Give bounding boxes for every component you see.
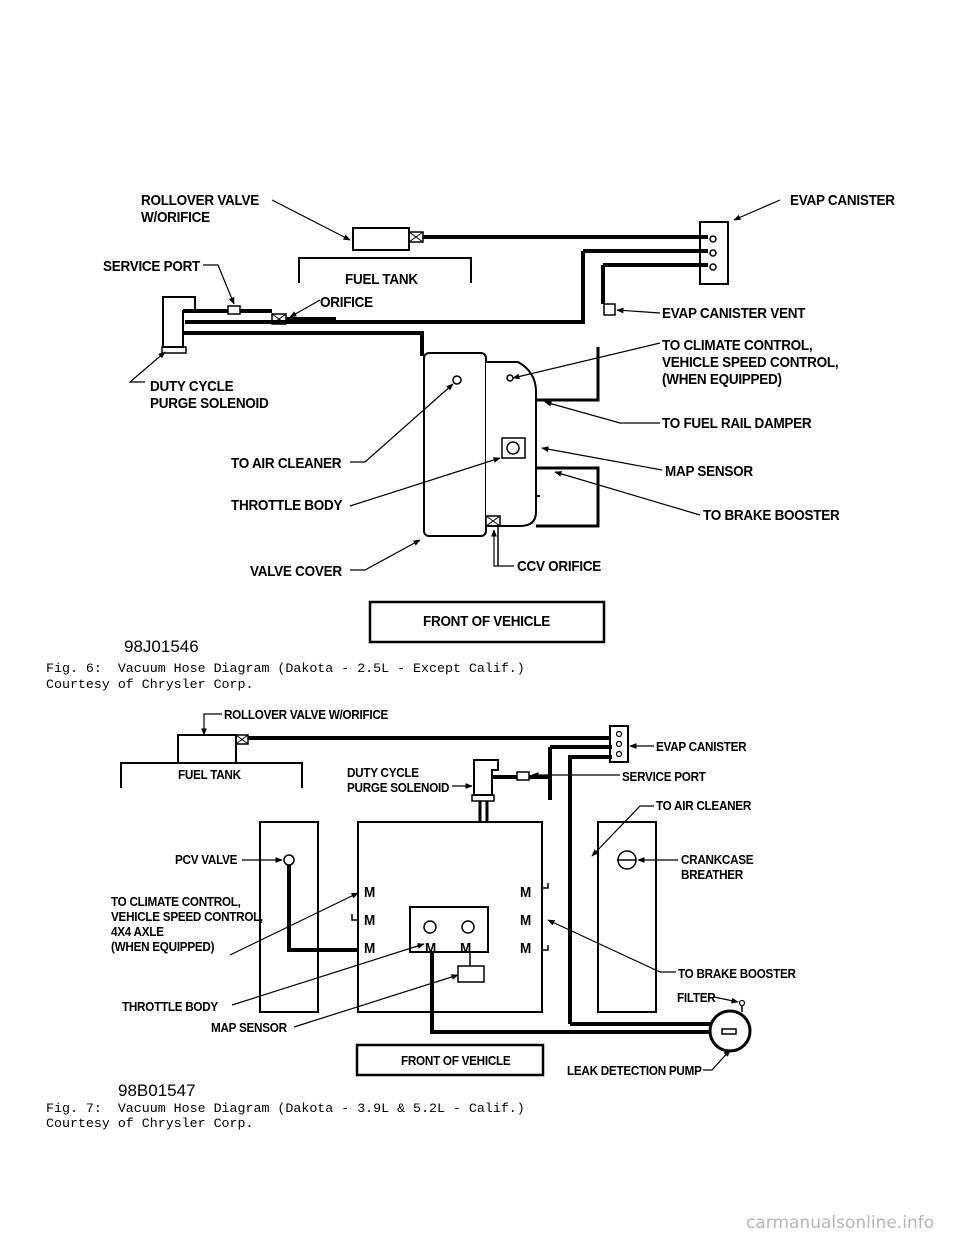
fig6-label-evap-canister-vent: EVAP CANISTER VENT bbox=[662, 305, 806, 322]
fig7-port-m: M bbox=[425, 940, 436, 957]
fig6-label-front-of-vehicle: FRONT OF VEHICLE bbox=[423, 613, 550, 630]
fig7-port-m: M bbox=[364, 940, 375, 957]
fig6-label-fuel-tank: FUEL TANK bbox=[345, 271, 418, 288]
fig6-front-of-vehicle-box bbox=[368, 600, 606, 644]
fig7-port-m: M bbox=[364, 884, 375, 901]
fig7-label-pcv-valve: PCV VALVE bbox=[175, 852, 238, 867]
fig7-label-climate-control: TO CLIMATE CONTROL, VEHICLE SPEED CONTRO… bbox=[111, 894, 264, 954]
fig7-label-evap-canister: EVAP CANISTER bbox=[656, 739, 747, 754]
fig6-label-fuel-rail-damper: TO FUEL RAIL DAMPER bbox=[662, 415, 812, 432]
fig6-label-climate-control: TO CLIMATE CONTROL, VEHICLE SPEED CONTRO… bbox=[662, 337, 839, 388]
fig6-label-throttle-body: THROTTLE BODY bbox=[231, 497, 343, 514]
fig6-rollover-valve bbox=[352, 227, 410, 251]
fig6-valve-cover bbox=[423, 352, 487, 537]
fig6-fuel-tank bbox=[298, 257, 472, 283]
fig7-port-m: M bbox=[520, 912, 531, 929]
fig7-id: 98B01547 bbox=[118, 1081, 196, 1100]
fig6-label-service-port: SERVICE PORT bbox=[103, 258, 201, 275]
fig6-label-brake-booster: TO BRAKE BOOSTER bbox=[703, 507, 840, 524]
fig7-label-rollover-valve: ROLLOVER VALVE W/ORIFICE bbox=[224, 707, 389, 722]
fig7-port-m: M bbox=[520, 940, 531, 957]
fig6-label-duty-cycle: DUTY CYCLE PURGE SOLENOID bbox=[150, 378, 269, 412]
fig7-right-valve-cover bbox=[597, 821, 657, 1013]
fig7-label-air-cleaner: TO AIR CLEANER bbox=[656, 798, 752, 813]
fig6-label-map-sensor: MAP SENSOR bbox=[665, 463, 753, 480]
fig7-label-leak-detection-pump: LEAK DETECTION PUMP bbox=[567, 1063, 702, 1078]
fig7-label-brake-booster: TO BRAKE BOOSTER bbox=[678, 966, 796, 981]
fig7-label-crankcase-breather: CRANKCASE BREATHER bbox=[681, 852, 754, 882]
fig6-credit: Courtesy of Chrysler Corp. bbox=[46, 677, 254, 692]
fig6-diagram bbox=[128, 199, 781, 644]
fig7-label-fuel-tank: FUEL TANK bbox=[178, 767, 241, 782]
fig7-label-front-of-vehicle: FRONT OF VEHICLE bbox=[401, 1053, 511, 1068]
fig7-map-sensor bbox=[457, 965, 485, 983]
fig7-diagram bbox=[120, 713, 752, 1077]
fig7-leak-detection-pump bbox=[708, 1009, 752, 1053]
fig7-label-map-sensor: MAP SENSOR bbox=[211, 1020, 287, 1035]
fig7-port-m: M bbox=[364, 912, 375, 929]
fig7-front-of-vehicle-box bbox=[355, 1043, 545, 1077]
fig6-caption: Fig. 6: Vacuum Hose Diagram (Dakota - 2.… bbox=[46, 661, 525, 676]
fig7-evap-canister bbox=[609, 725, 629, 763]
fig6-label-ccv-orifice: CCV ORIFICE bbox=[517, 558, 602, 575]
fig6-throttle-body bbox=[486, 361, 537, 527]
fig6-id: 98J01546 bbox=[124, 637, 199, 656]
fig7-label-throttle-body: THROTTLE BODY bbox=[122, 999, 218, 1014]
fig6-label-rollover-valve: ROLLOVER VALVE W/ORIFICE bbox=[141, 192, 259, 226]
fig7-rollover-valve bbox=[177, 734, 237, 764]
fig7-label-duty-cycle: DUTY CYCLE PURGE SOLENOID bbox=[347, 765, 450, 795]
fig7-caption: Fig. 7: Vacuum Hose Diagram (Dakota - 3.… bbox=[46, 1101, 525, 1116]
fig7-label-filter: FILTER bbox=[677, 990, 716, 1005]
fig6-label-orifice: ORIFICE bbox=[320, 294, 373, 311]
fig7-port-m: M bbox=[460, 940, 471, 957]
fig6-label-evap-canister: EVAP CANISTER bbox=[790, 192, 895, 209]
watermark: carmanualsonline.info bbox=[746, 1213, 935, 1233]
fig6-label-valve-cover: VALVE COVER bbox=[250, 563, 342, 580]
fig7-credit: Courtesy of Chrysler Corp. bbox=[46, 1116, 254, 1131]
fig7-label-service-port: SERVICE PORT bbox=[622, 769, 706, 784]
fig6-label-air-cleaner: TO AIR CLEANER bbox=[231, 455, 342, 472]
fig7-port-m: M bbox=[520, 884, 531, 901]
